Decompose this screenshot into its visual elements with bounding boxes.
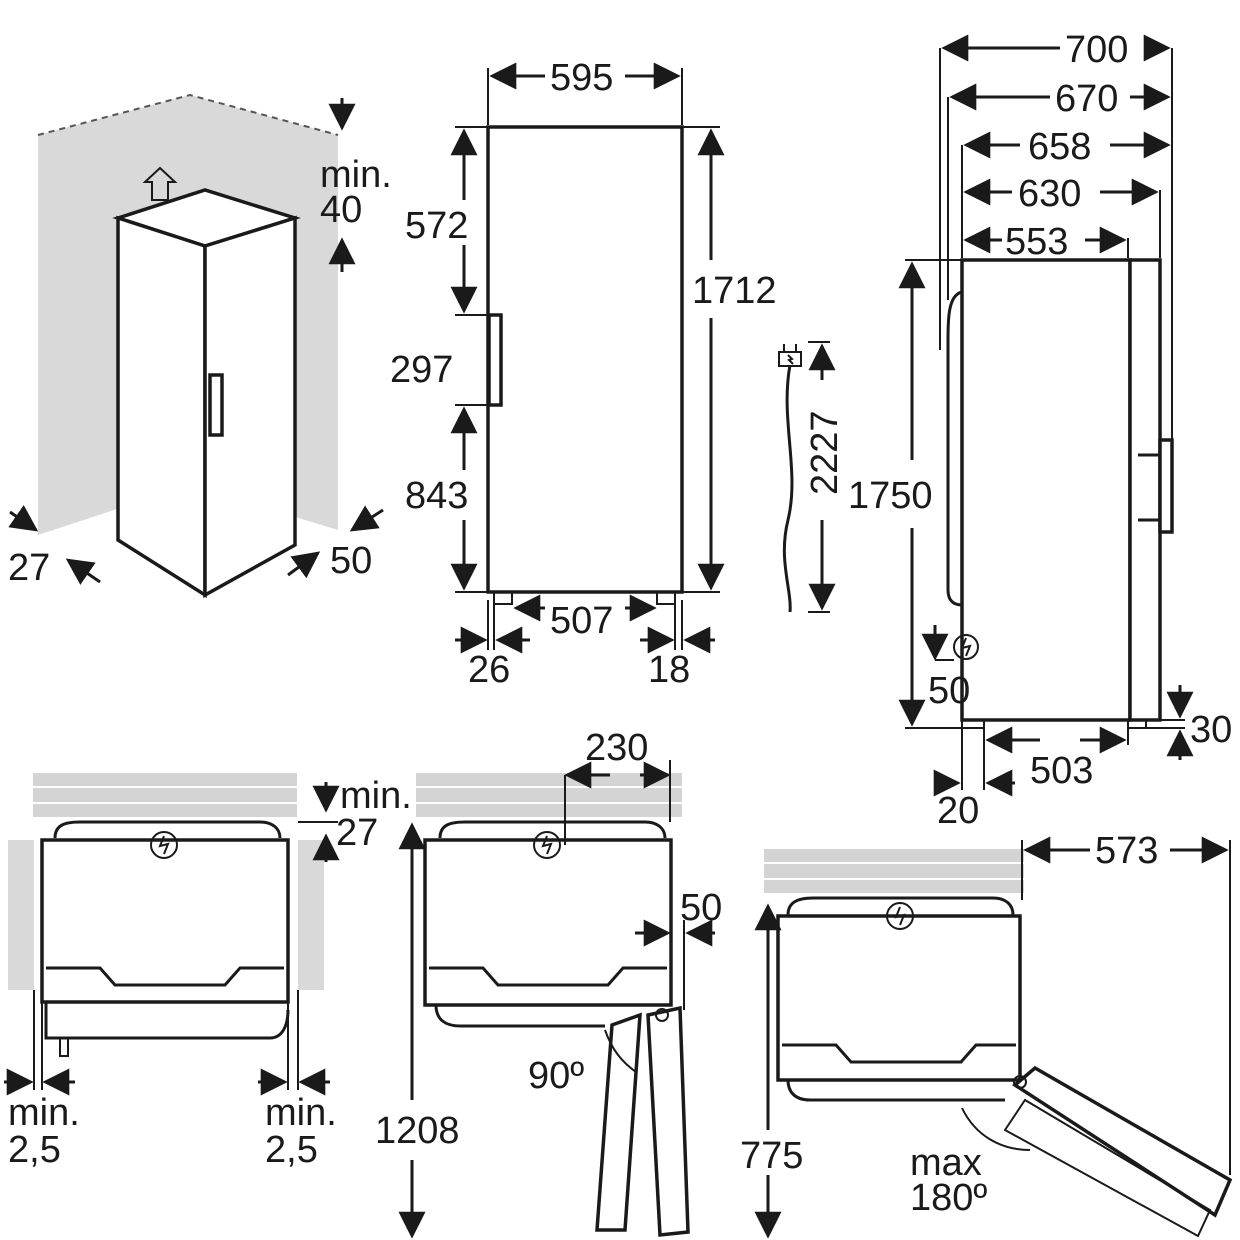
front-width: 595 — [550, 57, 613, 99]
plan2-depth: 1208 — [375, 1110, 460, 1152]
front-height: 1712 — [692, 270, 777, 312]
front-right-foot — [656, 591, 676, 605]
side-front-foot-height: 30 — [1190, 709, 1232, 751]
side-handle — [1158, 438, 1174, 534]
plan-view-180-door: 573 775 max 180º — [740, 830, 1233, 1239]
iso-top-clearance-word: min. — [320, 154, 392, 196]
iso-wall-edge — [37, 93, 339, 136]
plan1-top-clearance-word: min. — [340, 775, 412, 817]
iso-fridge-left-side — [116, 215, 207, 599]
front-upper: 572 — [405, 205, 468, 247]
plan2-door-open-left — [595, 1012, 642, 1232]
plan1-fridge — [40, 838, 290, 1004]
side-fridge-body — [960, 258, 1132, 722]
front-left-foot — [493, 591, 513, 605]
plan3-door-swing: 573 — [1095, 830, 1158, 872]
side-plug-icon — [953, 634, 979, 660]
side-depth-670: 670 — [1055, 78, 1118, 120]
isometric-view: min. 40 27 50 — [8, 93, 392, 599]
cable-length: 2227 — [804, 410, 846, 495]
front-feet-span: 507 — [550, 600, 613, 642]
plan1-left-gap-word: min. — [8, 1092, 80, 1134]
plan1-right-gap-word: min. — [265, 1092, 337, 1134]
plan2-door-open-right — [646, 1005, 690, 1237]
side-rear-foot — [961, 719, 985, 729]
side-depth-658: 658 — [1028, 126, 1091, 168]
plan3-depth: 775 — [740, 1135, 803, 1177]
iso-side-gap: 27 — [8, 547, 50, 589]
plan1-right-cabinet — [298, 840, 324, 990]
front-right-foot-offset: 18 — [648, 649, 690, 691]
plan1-left-cabinet — [8, 840, 34, 990]
side-depth-700: 700 — [1065, 29, 1128, 71]
front-left-foot-offset: 26 — [468, 649, 510, 691]
plan1-wall — [31, 771, 299, 819]
plan2-fridge — [423, 838, 673, 1007]
plan-view-clearance: min. 27 min. 2,5 min. 2,5 — [4, 771, 412, 1171]
plan1-plug-icon — [150, 831, 178, 859]
plan1-right-gap-value: 2,5 — [265, 1129, 318, 1171]
iso-fridge-door — [203, 215, 297, 598]
plan1-left-gap-value: 2,5 — [8, 1129, 61, 1171]
plan3-plug-icon — [886, 902, 914, 930]
power-cable — [782, 364, 794, 613]
plan1-top-clearance-value: 27 — [336, 812, 378, 854]
plan3-angle-word: max — [910, 1142, 982, 1184]
side-front-foot — [1127, 719, 1147, 729]
front-fridge-body — [486, 125, 684, 594]
side-back-profile — [946, 290, 963, 607]
plan2-offset: 230 — [585, 727, 648, 769]
plan2-plug-icon — [533, 831, 561, 859]
front-lower: 843 — [405, 475, 468, 517]
plan3-angle-value: 180º — [910, 1177, 987, 1219]
side-depth-630: 630 — [1018, 173, 1081, 215]
side-depth-553: 553 — [1005, 221, 1068, 263]
plan2-wall — [414, 771, 684, 819]
cable-view: 2227 — [778, 341, 846, 613]
iso-handle — [208, 373, 224, 437]
plan2-side-gap: 50 — [680, 887, 722, 929]
iso-back-gap: 50 — [330, 540, 372, 582]
plan2-door-angle: 90º — [528, 1055, 584, 1097]
side-view: 700 670 658 630 553 1750 50 503 — [848, 29, 1232, 832]
front-handle-height: 297 — [390, 349, 453, 391]
plan3-fridge — [776, 914, 1022, 1082]
side-height: 1750 — [848, 475, 933, 517]
plan-view-90-door: 230 50 1208 90º — [375, 727, 722, 1239]
side-rear-foot-offset: 20 — [937, 790, 979, 832]
plan3-wall — [762, 847, 1026, 895]
plug-icon — [778, 344, 802, 367]
side-plug-height: 50 — [928, 670, 970, 712]
iso-ventilation-arrow-icon — [142, 166, 178, 201]
iso-top-clearance-value: 40 — [320, 189, 362, 231]
plan3-door-open — [1012, 1065, 1233, 1218]
front-handle — [487, 313, 503, 407]
side-feet-span: 503 — [1030, 750, 1093, 792]
side-door — [1128, 258, 1162, 722]
front-view: 595 572 297 843 1712 507 26 18 — [390, 57, 777, 691]
